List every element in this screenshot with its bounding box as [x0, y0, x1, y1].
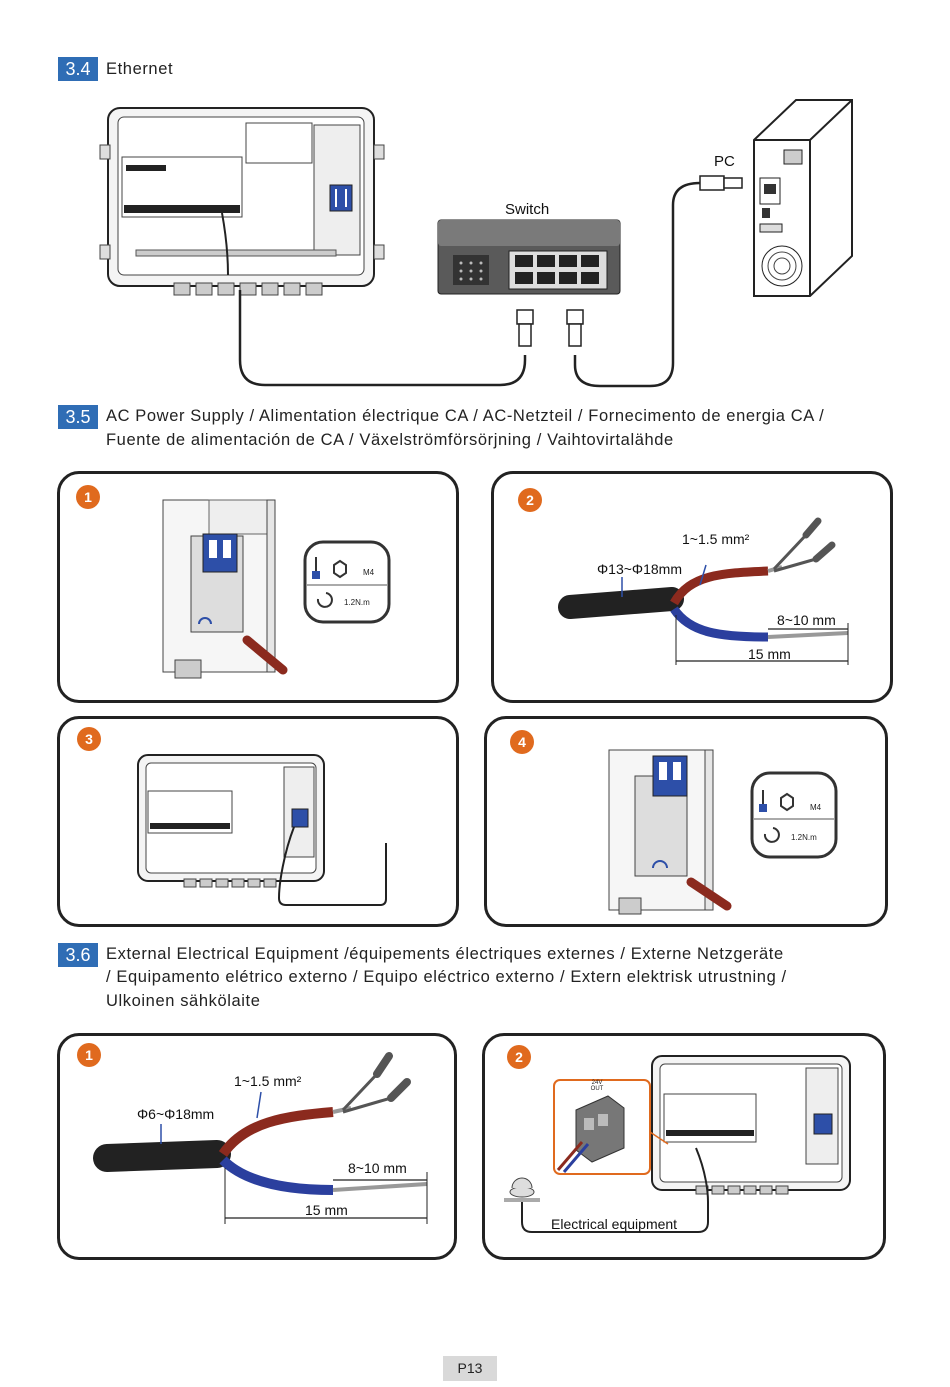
torque-value: 1.2N.m [344, 598, 370, 607]
pc-label: PC [714, 153, 735, 170]
sheath-length-label-ext: 15 mm [305, 1202, 348, 1218]
terminal-label: 24V OUT [590, 1080, 604, 1092]
breaker-close-illustration [608, 749, 732, 915]
section-number-3-5: 3.5 [58, 405, 98, 429]
step-badge: 4 [510, 730, 534, 754]
cable-diameter-label-ext: Φ6~Φ18mm [137, 1106, 215, 1122]
step-badge: 1 [77, 1043, 101, 1067]
section-title-3-5-line1: AC Power Supply / Alimentation électriqu… [106, 407, 825, 425]
sheath-length-label: 15 mm [748, 646, 791, 662]
section-title-3-4: Ethernet [106, 60, 174, 78]
electrical-equipment-label: Electrical equipment [551, 1216, 678, 1232]
strip-length-label: 8~10 mm [777, 612, 836, 628]
torque-bolt-size-2: M4 [810, 803, 822, 812]
switch-label: Switch [505, 201, 550, 218]
section-title-3-6-line1: External Electrical Equipment /équipemen… [106, 945, 784, 963]
torque-spec-badge [303, 540, 391, 624]
section-number-3-4: 3.4 [58, 57, 98, 81]
torque-bolt-size: M4 [363, 568, 375, 577]
cable-strip-diagram [558, 517, 849, 665]
section-title-3-5-line2: Fuente de alimentación de CA / Växelströ… [106, 431, 674, 449]
external-equipment-wiring [504, 1055, 851, 1233]
torque-value-2: 1.2N.m [791, 833, 817, 842]
network-switch [437, 219, 621, 295]
section-title-3-6-line3: Ulkoinen sähkölaite [106, 992, 261, 1010]
page-number: P13 [443, 1356, 497, 1381]
wire-area-label: 1~1.5 mm² [682, 531, 750, 547]
step-badge: 2 [518, 488, 542, 512]
breaker-detail-illustration [162, 499, 288, 679]
enclosure-illustration-ethernet [99, 107, 385, 296]
cable-diameter-label: Φ13~Φ18mm [597, 561, 682, 577]
torque-spec-badge-2 [750, 771, 838, 859]
step-badge: 2 [507, 1045, 531, 1069]
ethernet-cables [238, 175, 743, 388]
cable-strip-diagram-ext [93, 1052, 428, 1224]
section-title-3-6-line2: / Equipamento elétrico externo / Equipo … [106, 968, 787, 986]
wire-area-label-ext: 1~1.5 mm² [234, 1073, 302, 1089]
section-number-3-6: 3.6 [58, 943, 98, 967]
pc-tower [753, 99, 853, 297]
enclosure-wiring-illustration [137, 754, 387, 906]
strip-length-label-ext: 8~10 mm [348, 1160, 407, 1176]
step-badge: 1 [76, 485, 100, 509]
step-badge: 3 [77, 727, 101, 751]
